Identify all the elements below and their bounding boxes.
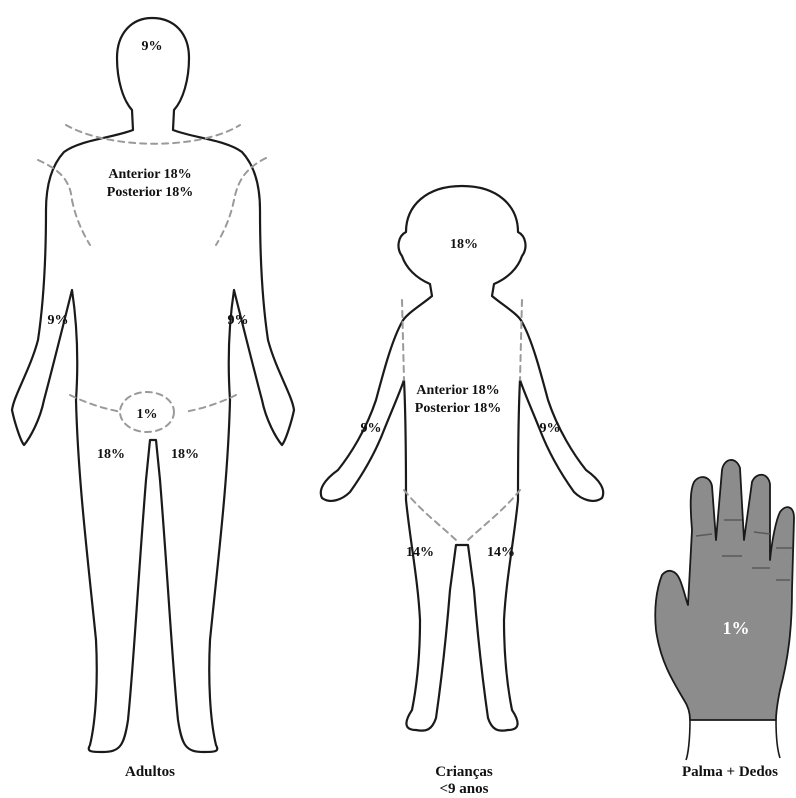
adult-caption: Adultos <box>125 764 175 780</box>
child-caption-line1: Crianças <box>435 764 493 780</box>
child-caption-line2: <9 anos <box>440 781 489 797</box>
hand-figure: 1% Palma + Dedos <box>655 460 794 780</box>
hand-caption: Palma + Dedos <box>682 764 778 780</box>
adult-arm-right-label: 9% <box>228 313 249 328</box>
child-leg-left-label: 14% <box>406 545 434 560</box>
adult-body-outline <box>12 18 294 752</box>
adult-head-label: 9% <box>142 39 163 54</box>
adult-trunk-anterior-label: Anterior 18% <box>108 167 191 182</box>
adult-leg-right-label: 18% <box>171 447 199 462</box>
adult-figure: 9% Anterior 18% Posterior 18% 9% 9% 1% 1… <box>12 18 294 780</box>
child-arm-left-label: 9% <box>361 421 382 436</box>
child-body-outline <box>321 186 603 731</box>
child-leg-right-label: 14% <box>487 545 515 560</box>
child-head-label: 18% <box>450 237 478 252</box>
hand-shape <box>655 460 794 720</box>
adult-trunk-posterior-label: Posterior 18% <box>107 185 193 200</box>
child-trunk-posterior-label: Posterior 18% <box>415 401 501 416</box>
hand-value-label: 1% <box>723 618 750 638</box>
adult-perineum-label: 1% <box>137 407 158 422</box>
child-figure: 18% Anterior 18% Posterior 18% 9% 9% 14%… <box>321 186 603 797</box>
adult-leg-left-label: 18% <box>97 447 125 462</box>
child-trunk-anterior-label: Anterior 18% <box>416 383 499 398</box>
adult-arm-left-label: 9% <box>48 313 69 328</box>
child-arm-right-label: 9% <box>540 421 561 436</box>
